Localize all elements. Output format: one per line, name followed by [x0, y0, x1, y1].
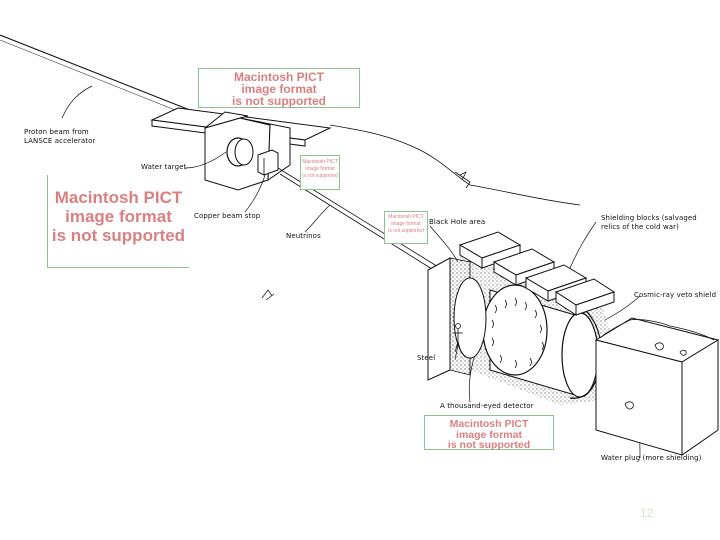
pict-placeholder-small-blackhole: Macintosh PICT image format is not suppo…: [384, 211, 428, 244]
water-target: [226, 137, 254, 167]
label-shielding-blocks: Shielding blocks (salvaged relics of the…: [601, 214, 697, 231]
copper-beam-stop: [257, 149, 279, 176]
ground-marks: [261, 171, 467, 301]
pict-placeholder-top: Macintosh PICT image format is not suppo…: [198, 68, 360, 108]
page-number: 12: [640, 506, 654, 520]
pict-placeholder-small-target: Macintosh PICT image format is not suppo…: [300, 155, 340, 190]
shielding-blocks: [458, 231, 616, 316]
ground-contour-line-2: [454, 171, 471, 189]
label-water-plug: Water plug (more shielding): [601, 454, 702, 462]
person-figure: [453, 323, 463, 353]
pict-placeholder-left: Macintosh PICT image format is not suppo…: [47, 175, 189, 268]
pict-placeholder-bottom: Macintosh PICT image format is not suppo…: [424, 415, 554, 450]
label-black-hole-area: Black Hole area: [429, 218, 486, 226]
label-steel: Steel: [417, 354, 436, 362]
label-water-target: Water target: [141, 163, 187, 171]
label-neutrinos: Neutrinos: [286, 232, 321, 240]
leader-lines: [61, 85, 641, 459]
label-proton-beam: Proton beam from LANSCE accelerator: [24, 128, 96, 145]
water-plug-box: [594, 317, 720, 456]
proton-beam-line: [0, 34, 211, 123]
ground-contour-line: [329, 124, 581, 206]
label-detector: A thousand-eyed detector: [440, 402, 534, 410]
detector-tank: [453, 277, 599, 398]
label-cosmic-ray-veto: Cosmic-ray veto shield: [634, 291, 717, 299]
label-copper-beam-stop: Copper beam stop: [194, 212, 261, 220]
